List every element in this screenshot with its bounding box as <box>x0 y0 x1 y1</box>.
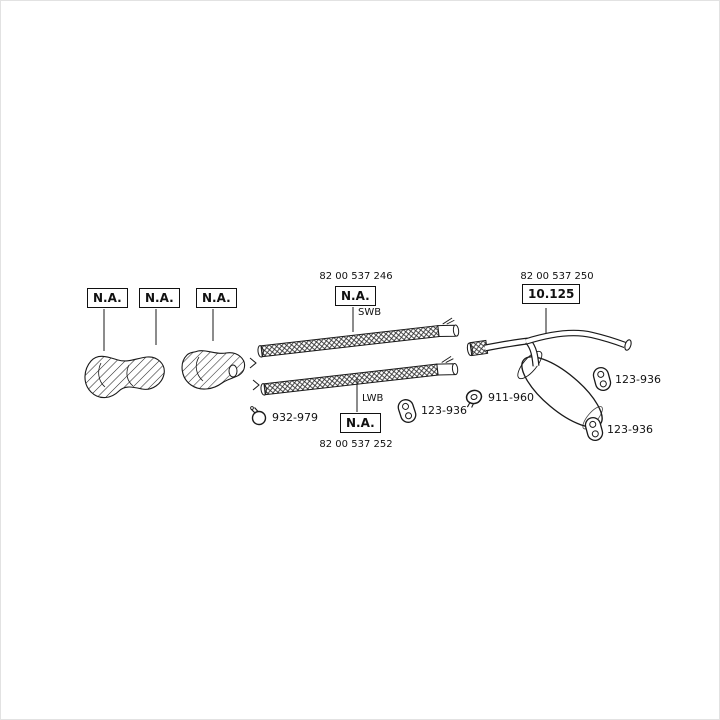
flex-pipe-upper-drawing <box>257 317 460 358</box>
part-code-hanger-bottom-right: 123-936 <box>607 423 653 436</box>
part-code-gasket: 911-960 <box>488 391 534 404</box>
rubber-hanger-icon-top-right <box>592 366 612 392</box>
clamp-icon <box>250 406 267 426</box>
manifold-drawing-left <box>84 355 165 399</box>
flex-joint-drawing <box>466 339 489 357</box>
flex-pipe-lower-drawing <box>260 356 459 396</box>
callout-box-na-2: N.A. <box>139 288 180 308</box>
part-number-rear: 82 00 537 250 <box>520 271 594 282</box>
part-code-hanger-mid: 123-936 <box>421 404 467 417</box>
part-code-hanger-top-right: 123-936 <box>615 373 661 386</box>
tailpipe-end-drawing <box>624 339 632 351</box>
part-number-swb: 82 00 537 246 <box>319 271 393 282</box>
callout-box-na-3: N.A. <box>196 288 237 308</box>
rubber-hanger-icon-mid <box>397 399 417 423</box>
callout-box-rear-muffler: 10.125 <box>522 284 581 304</box>
gasket-ring-icon <box>465 389 483 408</box>
variant-label-swb: SWB <box>358 307 382 318</box>
part-number-lwb: 82 00 537 252 <box>319 439 393 450</box>
variant-label-lwb: LWB <box>362 393 384 404</box>
rubber-hanger-icon-bottom-right <box>584 416 604 442</box>
callout-box-na-1: N.A. <box>87 288 128 308</box>
part-code-clamp: 932-979 <box>272 411 318 424</box>
callout-box-na-lwb: N.A. <box>340 413 381 433</box>
connector-chevrons <box>249 357 260 391</box>
callout-box-na-swb: N.A. <box>335 286 376 306</box>
manifold-drawing-right <box>181 350 246 390</box>
rear-muffler-drawing <box>466 329 632 430</box>
